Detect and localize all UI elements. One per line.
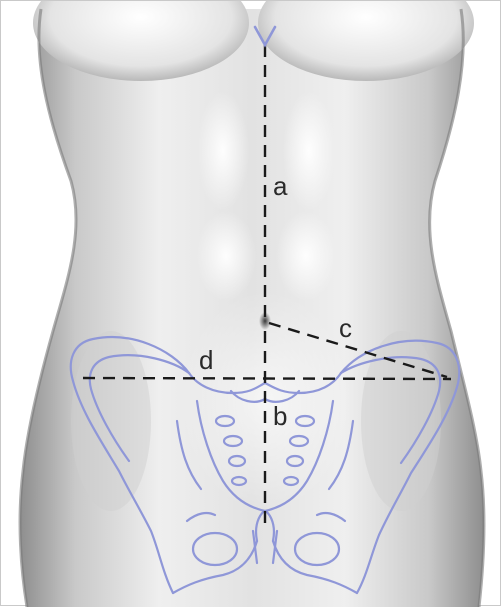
- label-b: b: [273, 401, 287, 431]
- label-a: a: [273, 171, 288, 201]
- label-d: d: [199, 345, 213, 375]
- label-c: c: [339, 313, 352, 343]
- torso-illustration: [20, 1, 484, 607]
